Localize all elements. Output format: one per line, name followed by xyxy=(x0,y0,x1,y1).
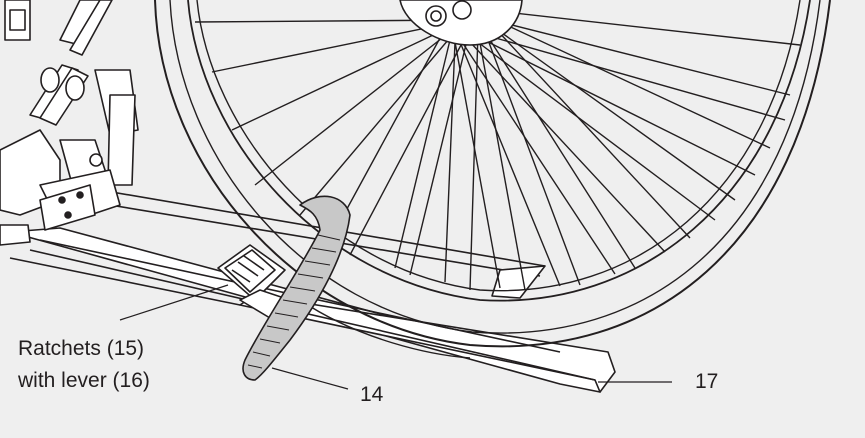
label-lever: with lever (16) xyxy=(18,369,150,392)
label-strap: 14 xyxy=(360,383,384,406)
strap-ribs xyxy=(247,234,341,369)
wheel-hub xyxy=(399,0,523,46)
wheel-spokes xyxy=(194,11,801,291)
strap xyxy=(242,195,351,381)
label-ratchets: Ratchets (15) xyxy=(18,337,145,360)
strap-leader xyxy=(271,367,349,390)
label-rail: 17 xyxy=(695,370,719,393)
bicycle-wheel xyxy=(154,0,831,359)
ratchet-leader xyxy=(119,284,229,321)
rack-frame xyxy=(0,0,139,246)
leader-lines xyxy=(119,284,672,390)
